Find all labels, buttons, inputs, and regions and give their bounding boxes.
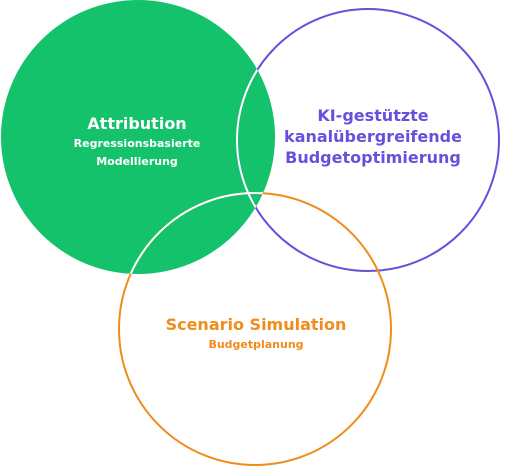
ki-title-line3: Budgetoptimierung <box>285 148 461 167</box>
attribution-subtitle-line2: Modellierung <box>96 155 178 168</box>
scenario-title: Scenario Simulation <box>166 315 347 334</box>
attribution-circle <box>1 0 275 274</box>
overlap-arcs <box>118 8 275 274</box>
scenario-subtitle: Budgetplanung <box>208 338 303 351</box>
ki-title-line1: KI-gestützte <box>317 106 428 125</box>
ki-title-line2: kanalübergreifende <box>284 127 462 146</box>
attribution-subtitle-line1: Regressionsbasierte <box>74 137 201 150</box>
attribution-title: Attribution <box>87 114 186 133</box>
